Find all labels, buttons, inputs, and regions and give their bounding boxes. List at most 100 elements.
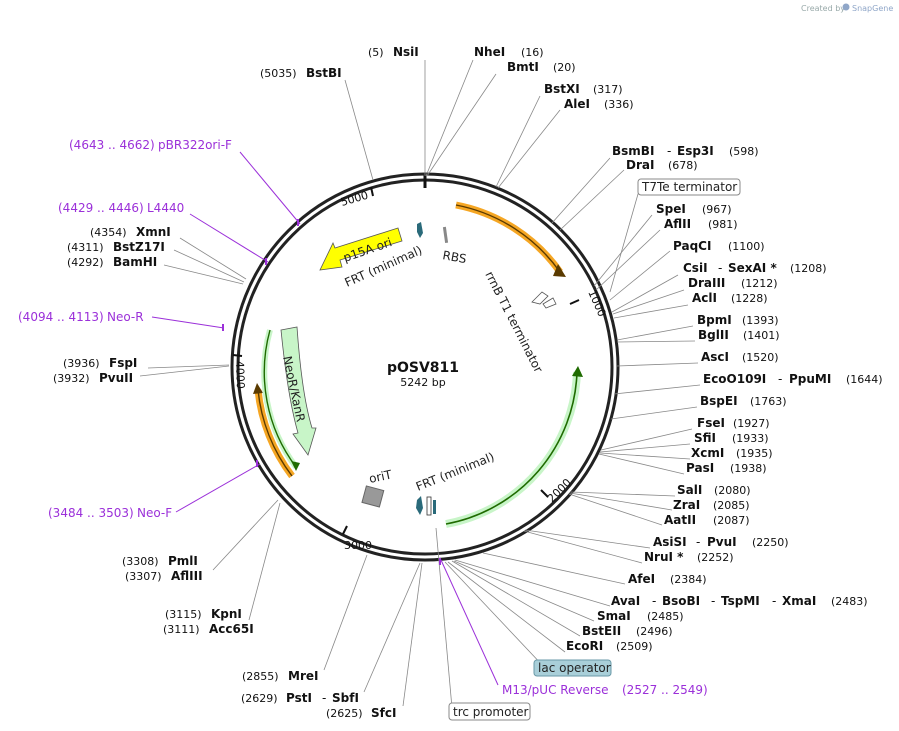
sfci-pos: (2625) <box>326 707 363 720</box>
line-bmt <box>426 73 497 177</box>
line-mrei <box>323 554 368 671</box>
line-sfci <box>402 562 423 707</box>
line-sali <box>570 491 676 497</box>
avai-dash2: - <box>711 594 715 608</box>
line-spei <box>593 214 653 287</box>
line-xcmi <box>599 452 691 460</box>
l4440-range: (4429 .. 4446) <box>58 201 144 215</box>
frt-bottom-label: FRT (minimal) <box>414 450 496 494</box>
line-neof-primer <box>175 463 261 513</box>
eco-dash: - <box>778 372 782 386</box>
afliii-pos: (3307) <box>125 570 162 583</box>
l4440-name: L4440 <box>147 201 184 215</box>
avai-dash1: - <box>652 594 656 608</box>
bspei-name: BspEI <box>700 394 738 408</box>
line-pasi <box>598 453 685 475</box>
line-pmli <box>212 499 279 571</box>
paqci-pos: (1100) <box>728 240 765 253</box>
line-avai <box>454 559 611 607</box>
line-fspi <box>147 364 230 369</box>
sfii-name: SfiI <box>694 431 716 445</box>
bamhi-name: BamHI <box>113 255 157 269</box>
fsei-pos: (1927) <box>733 417 770 430</box>
asci-name: AscI <box>701 350 729 364</box>
m13-name: M13/pUC Reverse <box>502 683 609 697</box>
psti-pos: (2629) <box>241 692 278 705</box>
orit-label: oriT <box>368 467 394 486</box>
csii-name: CsiI <box>683 261 708 275</box>
bstbi-pos: (5035) <box>260 67 297 80</box>
line-xmni <box>179 237 247 280</box>
psti-dash: - <box>322 691 326 705</box>
eco-pos: (1644) <box>846 373 883 386</box>
left-orange-arrowhead <box>253 383 263 394</box>
rbs-mark <box>442 226 449 244</box>
nrui-name: NruI * <box>644 550 684 564</box>
line-bstbi <box>344 79 374 181</box>
orit-mark <box>361 485 385 508</box>
pbr-range: (4643 .. 4662) <box>69 138 155 152</box>
spei-name: SpeI <box>656 202 686 216</box>
line-acli <box>613 304 689 319</box>
acli-pos: (1228) <box>731 292 768 305</box>
nsi-name: NsiI <box>393 45 419 59</box>
cds-green-line <box>445 371 578 525</box>
line-alei <box>497 109 561 189</box>
esp3i-name: Esp3I <box>677 144 714 158</box>
zrai-name: ZraI <box>673 498 700 512</box>
avai-name: AvaI <box>611 594 640 608</box>
xmni-pos: (4354) <box>90 226 127 239</box>
acc65i-pos: (3111) <box>163 623 200 636</box>
bstxi-name: BstXI <box>544 82 580 96</box>
afliii-name: AflIII <box>171 569 203 583</box>
line-ecori <box>447 561 566 653</box>
left-green-line <box>263 329 297 468</box>
line-fsei <box>600 428 693 451</box>
created-by-text: Created by <box>801 4 845 13</box>
pasi-name: PasI <box>686 461 714 475</box>
aatii-pos: (2087) <box>713 514 750 527</box>
sfii-pos: (1933) <box>732 432 769 445</box>
neor-primer-mark <box>222 324 224 331</box>
line-bpmi <box>616 325 694 341</box>
nhe-name: NheI <box>474 45 505 59</box>
line-sfii <box>599 443 691 453</box>
afei-pos: (2384) <box>670 573 707 586</box>
line-neor-primer <box>151 316 225 329</box>
drai-pos: (678) <box>668 159 698 172</box>
smai-pos: (2485) <box>647 610 684 623</box>
line-t7te <box>609 193 640 293</box>
bamhi-pos: (4292) <box>67 256 104 269</box>
trc-promoter-mark <box>426 496 432 516</box>
pvuii-pos: (3932) <box>53 372 90 385</box>
rrnb-arc-line <box>455 204 561 273</box>
line-psti <box>363 562 421 693</box>
cds-green-arrowhead <box>572 366 583 377</box>
line-nrui <box>523 530 643 564</box>
nrui-pos: (2252) <box>697 551 734 564</box>
xmai-name: XmaI <box>782 594 816 608</box>
fsei-name: FseI <box>697 416 725 430</box>
rrnb-label: rrnB T1 terminator <box>482 269 545 375</box>
spei-pos: (967) <box>702 203 732 216</box>
tick-5000 <box>370 186 374 197</box>
sexai-name: SexAI * <box>728 261 777 275</box>
line-bstz <box>173 249 245 283</box>
rrnb-terminator-glyph <box>531 291 557 309</box>
bpmi-name: BpmI <box>697 313 732 327</box>
line-paqci <box>609 250 671 301</box>
tspmi-name: TspMI <box>721 594 760 608</box>
line-bglii <box>616 340 696 343</box>
acc65i-name: Acc65I <box>209 622 254 636</box>
avai-dash3: - <box>772 594 776 608</box>
ecori-pos: (2509) <box>616 640 653 653</box>
fspi-pos: (3936) <box>63 357 100 370</box>
rbs-label: RBS <box>441 248 467 266</box>
pbr-name: pBR322ori-F <box>158 138 232 152</box>
plasmid-size: 5242 bp <box>400 376 445 389</box>
t7te-label: T7Te terminator <box>641 180 737 194</box>
acli-name: AclI <box>692 291 717 305</box>
line-l4440-primer <box>189 213 269 263</box>
asisi-pos: (2250) <box>752 536 789 549</box>
